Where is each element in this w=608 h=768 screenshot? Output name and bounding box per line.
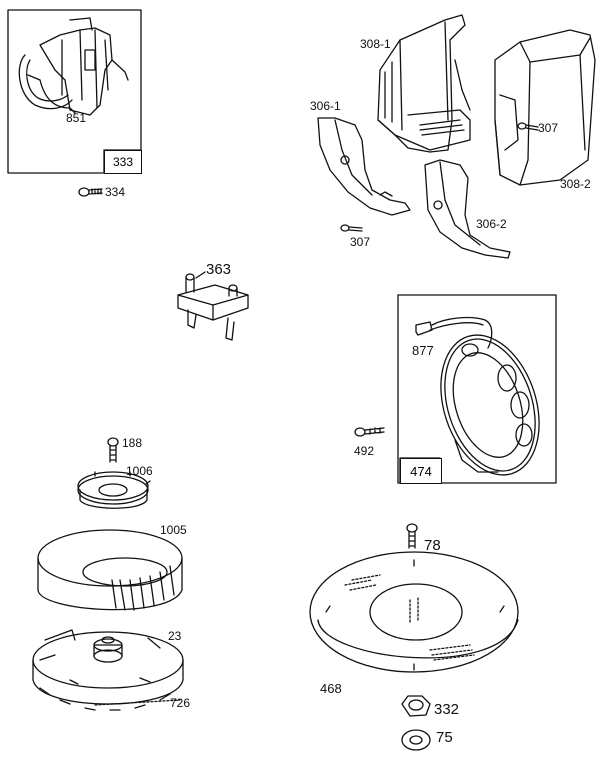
screw-334 (78, 187, 103, 197)
tag-474: 474 (400, 458, 442, 484)
label-188: 188 (122, 436, 143, 450)
inset-box-474 (397, 294, 557, 484)
blower-housing-308-1 (377, 14, 471, 153)
leader-363 (195, 271, 206, 279)
label-306-1: 306-1 (310, 99, 341, 113)
label-851: 851 (66, 111, 87, 125)
bracket-363 (177, 273, 249, 341)
washer-75 (401, 729, 431, 751)
label-468: 468 (320, 681, 342, 696)
alternator-877 (415, 316, 540, 476)
label-308-2: 308-2 (560, 177, 591, 191)
label-332: 332 (434, 701, 460, 718)
screw-188 (107, 437, 119, 463)
label-726: 726 (170, 696, 191, 710)
screw-78 (406, 523, 418, 549)
screw-307-right (517, 122, 539, 131)
label-75: 75 (436, 729, 453, 746)
label-23: 23 (168, 629, 182, 643)
nut-332 (401, 695, 431, 717)
label-307-left: 307 (350, 235, 371, 249)
label-333: 333 (112, 155, 134, 169)
label-307-right: 307 (538, 121, 559, 135)
screen-1006 (77, 471, 151, 509)
label-363: 363 (206, 261, 232, 278)
screw-492 (354, 427, 385, 437)
backing-plate-468 (309, 551, 519, 673)
shield-306-1 (317, 117, 411, 216)
label-1006: 1006 (126, 464, 153, 478)
blower-housing-308-2 (494, 29, 596, 186)
inset-box-333 (7, 9, 142, 174)
label-492: 492 (354, 444, 375, 458)
screw-307-left (340, 224, 363, 232)
label-78: 78 (424, 537, 441, 554)
ignition-module-851 (18, 17, 129, 116)
magnet-ring-1005 (37, 529, 183, 611)
label-334: 334 (105, 185, 126, 199)
leader-851 (69, 107, 76, 114)
label-306-2: 306-2 (476, 217, 507, 231)
tag-333: 333 (104, 150, 142, 174)
label-474: 474 (410, 463, 432, 479)
flywheel-23 (32, 629, 184, 711)
label-1005: 1005 (160, 523, 187, 537)
shield-306-2 (424, 159, 511, 259)
label-308-1: 308-1 (360, 37, 391, 51)
label-877: 877 (412, 343, 434, 358)
